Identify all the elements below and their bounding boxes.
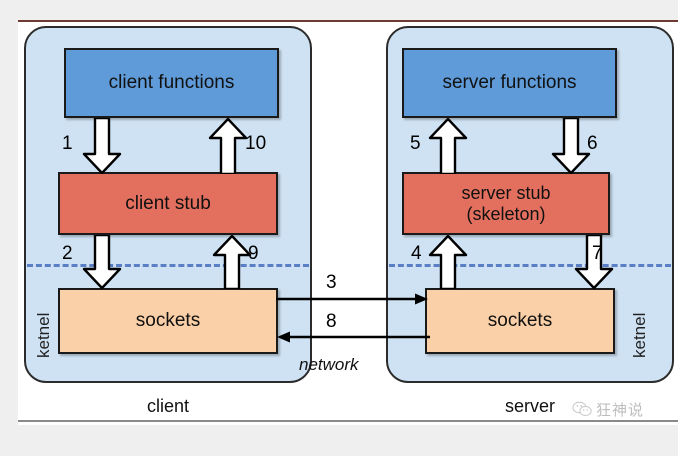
- bottom-rule: [18, 420, 678, 422]
- watermark: 狂神说: [572, 398, 672, 420]
- server-stub-line2: (skeleton): [466, 203, 546, 224]
- step-label-6: 6: [587, 133, 598, 154]
- server-kernel-label: ketnel: [630, 312, 649, 358]
- server-stub-box[interactable]: server stub (skeleton): [402, 172, 610, 235]
- step-label-1: 1: [62, 133, 73, 154]
- step-label-3: 3: [326, 272, 337, 293]
- step-label-4: 4: [411, 243, 422, 264]
- arrow-network-3-right: [276, 292, 430, 306]
- client-stub-box[interactable]: client stub: [58, 172, 278, 235]
- wechat-icon: [572, 401, 592, 417]
- client-kernel-label: ketnel: [34, 312, 53, 358]
- client-sockets-box[interactable]: sockets: [58, 288, 278, 354]
- arrow-server-5-up: [428, 118, 468, 174]
- step-label-2: 2: [62, 243, 73, 264]
- arrow-server-4-up: [428, 235, 468, 289]
- server-stub-line1: server stub: [461, 182, 551, 203]
- server-sockets-box[interactable]: sockets: [425, 288, 615, 354]
- step-label-7: 7: [592, 243, 603, 264]
- step-label-10: 10: [245, 133, 267, 154]
- client-role-label: client: [146, 396, 190, 416]
- step-label-5: 5: [410, 133, 421, 154]
- arrow-client-2-down: [82, 235, 122, 289]
- step-label-8: 8: [326, 311, 337, 332]
- arrow-server-6-down: [551, 118, 591, 174]
- server-role-label: server: [504, 396, 555, 416]
- server-functions-box[interactable]: server functions: [402, 48, 617, 118]
- network-label: network: [299, 355, 359, 374]
- step-label-9: 9: [248, 243, 259, 264]
- server-kernel-divider: [389, 264, 671, 267]
- arrow-client-1-down: [82, 118, 122, 174]
- arrow-server-7-down: [574, 235, 614, 289]
- client-functions-box[interactable]: client functions: [64, 48, 279, 118]
- arrow-client-9-up: [212, 235, 252, 289]
- arrow-client-10-up: [208, 118, 248, 174]
- client-kernel-divider: [27, 264, 309, 267]
- arrow-network-8-left: [276, 330, 430, 344]
- watermark-text: 狂神说: [596, 401, 645, 419]
- top-rule: [18, 20, 678, 22]
